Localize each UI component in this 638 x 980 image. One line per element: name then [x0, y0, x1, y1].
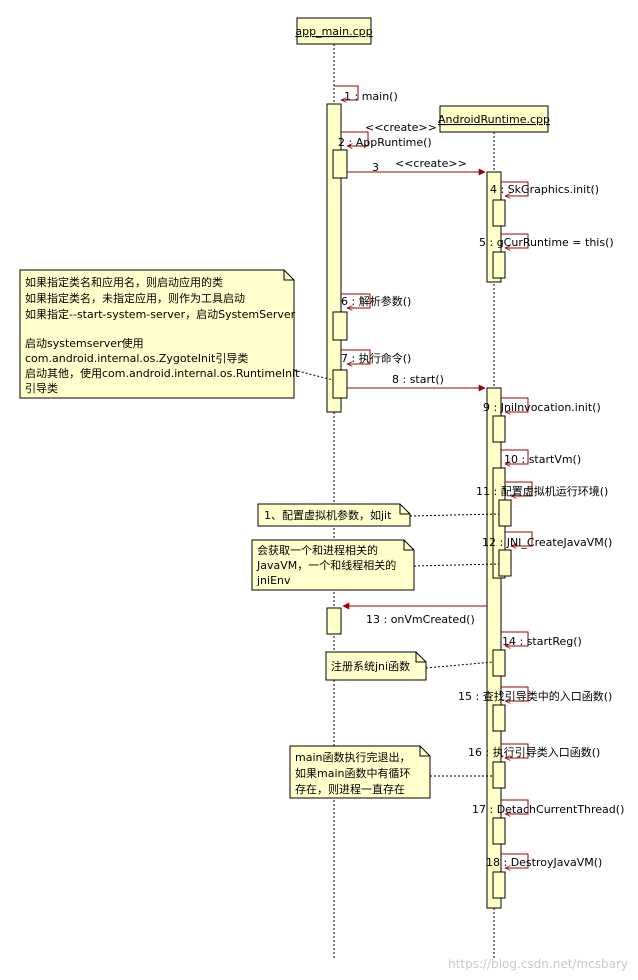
msg-15-arrow [501, 686, 529, 701]
msg-1-label: 1 : main() [344, 90, 398, 103]
lifeline-android-runtime[interactable]: AndroidRuntime.cpp [438, 105, 550, 133]
activation-jni-create [498, 549, 512, 577]
activation-exec-cmd [332, 369, 348, 399]
note-main-exit-line-1: main函数执行完退出， [295, 750, 410, 764]
note-vm-params-line-1: 1、配置虚拟机参数，如jit [264, 508, 392, 522]
msg-18-arrow [501, 853, 529, 868]
note-launch-line-8: 引导类 [25, 381, 58, 395]
msg-4-arrow [501, 181, 529, 196]
note-javavm: 会获取一个和进程相关的 JavaVM，一个和线程相关的 jniEnv [251, 539, 415, 591]
note-main-exit: main函数执行完退出， 如果main函数中有循环 存在，则进程一直存在 [289, 745, 431, 799]
msg-8-label: 8 : start() [392, 373, 444, 386]
msg-17-arrow [501, 799, 529, 814]
msg-10-arrow [501, 449, 529, 464]
note-launch-line-2: 如果指定类名，未指定应用，则作为工具启动 [25, 291, 245, 305]
note-launch-line-5: 启动systemserver使用 [25, 337, 144, 350]
note-launch-line-3: 如果指定--start-system-server，启动SystemServer [25, 307, 296, 321]
lifeline-app-main[interactable]: app_main.cpp [295, 17, 373, 45]
msg-1-arrow [334, 85, 359, 100]
note-launch-line-7: 启动其他，使用com.android.internal.os.RuntimeIn… [25, 367, 300, 380]
msg-11-arrow [505, 481, 533, 496]
activation-skgraphics [492, 199, 506, 227]
note-launch-line-6: com.android.internal.os.ZygoteInit引导类 [25, 351, 248, 365]
msg-9-label: 9 : JniInvocation.init() [483, 401, 601, 414]
lifeline-android-runtime-label: AndroidRuntime.cpp [438, 113, 550, 126]
lifeline-app-main-label: app_main.cpp [295, 25, 372, 38]
note-vm-params-connector [409, 513, 500, 517]
msg-11-label: 11 : 配置虚拟机运行环境() [476, 484, 608, 498]
msg-4-label: 4 : SkGraphics.init() [490, 183, 599, 196]
msg-2-label: 2 : AppRuntime() [338, 136, 432, 149]
msg-15-label: 15 : 查找引导类中的入口函数() [458, 689, 612, 703]
activation-find-entry [492, 704, 506, 732]
msg-18-label: 18 : DestroyJavaVM() [486, 856, 602, 869]
msg-5-arrow [501, 233, 529, 248]
activation-onvmcreated [326, 607, 342, 635]
note-launch: 如果指定类名和应用名，则启动应用的类 如果指定类名，未指定应用，则作为工具启动 … [19, 269, 300, 399]
msg-5-label: 5 : gCurRuntime = this() [479, 236, 614, 249]
msg-17-label: 17 : DetachCurrentThread() [472, 803, 624, 816]
note-register-jni-connector [425, 661, 494, 669]
activation-startreg [492, 649, 506, 677]
activation-config-vm [498, 499, 512, 527]
msg-10-label: 10 : startVm() [504, 453, 581, 466]
activation-parse-args [332, 311, 348, 341]
msg-6-arrow [341, 293, 371, 308]
msg-12-label: 12 : JNI_CreateJavaVM() [482, 536, 612, 549]
activation-gcurruntime [492, 251, 506, 279]
msg-7-arrow [341, 349, 371, 364]
msg-16-label: 16 : 执行引导类入口函数() [468, 745, 600, 759]
msg-2-stereotype: <<create>> [365, 121, 437, 134]
msg-14-label: 14 : startReg() [502, 635, 582, 648]
activation-detach [492, 817, 506, 845]
note-register-jni: 注册系统jni函数 [325, 651, 427, 681]
activation-appruntime [332, 149, 348, 179]
note-launch-line-1: 如果指定类名和应用名，则启动应用的类 [25, 275, 223, 289]
msg-16-arrow [501, 743, 529, 758]
msg-14-arrow [501, 631, 529, 646]
note-vm-params: 1、配置虚拟机参数，如jit [257, 503, 411, 527]
msg-3-label: 3 [372, 161, 379, 174]
msg-2-arrow [341, 131, 369, 146]
watermark: https://blog.csdn.net/mcsbary [448, 957, 628, 971]
msg-6-label: 6 : 解析参数() [341, 294, 411, 308]
msg-9-arrow [501, 397, 529, 412]
note-register-jni-line-1: 注册系统jni函数 [331, 659, 410, 673]
note-main-exit-line-2: 如果main函数中有循环 [295, 766, 410, 780]
note-javavm-line-3: jniEnv [256, 574, 291, 587]
note-launch-connector [293, 369, 334, 381]
note-javavm-line-2: JavaVM，一个和线程相关的 [256, 558, 396, 572]
note-main-exit-line-3: 存在，则进程一直存在 [295, 782, 405, 796]
activation-destroy [492, 871, 506, 899]
activation-jniinvocation [492, 415, 506, 443]
msg-7-label: 7 : 执行命令() [341, 351, 411, 365]
note-javavm-line-1: 会获取一个和进程相关的 [257, 543, 378, 557]
msg-3-stereotype: <<create>> [395, 157, 467, 170]
activation-exec-entry [492, 761, 506, 789]
note-javavm-connector [413, 563, 500, 567]
msg-13-label: 13 : onVmCreated() [366, 613, 475, 626]
msg-12-arrow [505, 531, 533, 546]
